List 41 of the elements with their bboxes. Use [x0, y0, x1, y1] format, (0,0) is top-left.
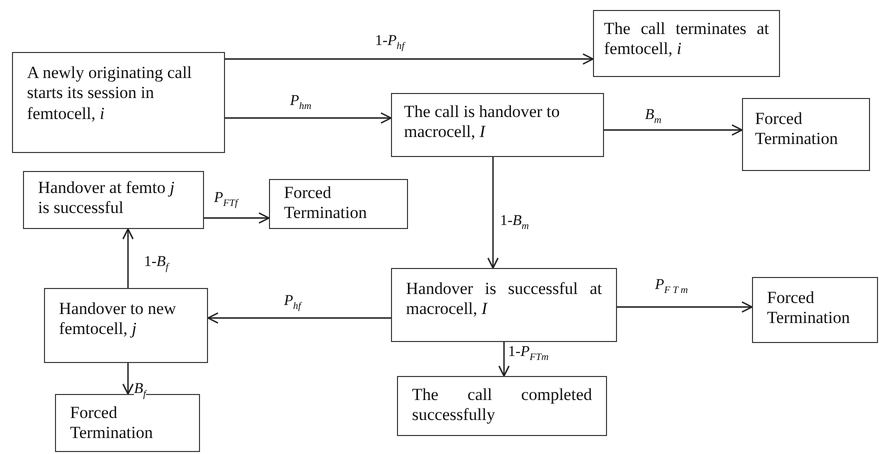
edge-label: P$_{hf}$ [284, 293, 301, 312]
process-box [742, 98, 870, 171]
process-box [391, 268, 617, 342]
edge-label: B$_{m}$ [645, 107, 662, 126]
process-box [593, 10, 780, 77]
box-text: Forced Termination [284, 183, 368, 224]
edge-label: P$_{hm}$ [290, 93, 312, 112]
box-text: Handover at femto j is successful [38, 178, 176, 219]
arrow [207, 312, 391, 324]
edge-label: 1-B$_{f}$ [144, 254, 168, 273]
box-text: Forced Termination [70, 403, 154, 444]
process-box [397, 376, 607, 436]
arrow [604, 124, 743, 136]
process-box [752, 277, 878, 343]
arrow [225, 53, 594, 65]
box-text: The call terminates at femtocell, i [604, 19, 769, 60]
arrow [487, 157, 499, 269]
box-text: The call completed successfully [412, 385, 592, 426]
edge-label: P$_{F T m}$ [655, 277, 688, 296]
arrow [204, 212, 270, 224]
edge-label: 1-P$_{hf}$ [375, 33, 404, 52]
edge-label: P$_{FTf}$ [214, 190, 238, 209]
edge-label: 1-P$_{FTm}$ [508, 344, 549, 363]
process-box [23, 171, 204, 229]
box-text: The call is handover to macrocell, I [404, 102, 561, 143]
process-box [269, 179, 408, 229]
box-text: Handover to new femtocell, j [59, 299, 178, 340]
process-box [44, 288, 208, 363]
box-text: Handover is successful at macrocell, I [406, 279, 602, 320]
box-text: A newly originating call starts its session in femtocell, i [27, 63, 193, 124]
arrow [122, 228, 134, 288]
arrow [617, 301, 753, 313]
arrow [122, 363, 134, 395]
edge-label: 1-B$_{m}$ [500, 213, 529, 232]
box-text: Forced Termination [767, 288, 851, 329]
box-text: Forced Termination [755, 109, 839, 150]
arrow [225, 112, 392, 124]
arrow [498, 342, 510, 377]
process-box [12, 52, 225, 153]
edge-label: B$_{f}$ [134, 381, 146, 400]
process-box [391, 93, 604, 157]
